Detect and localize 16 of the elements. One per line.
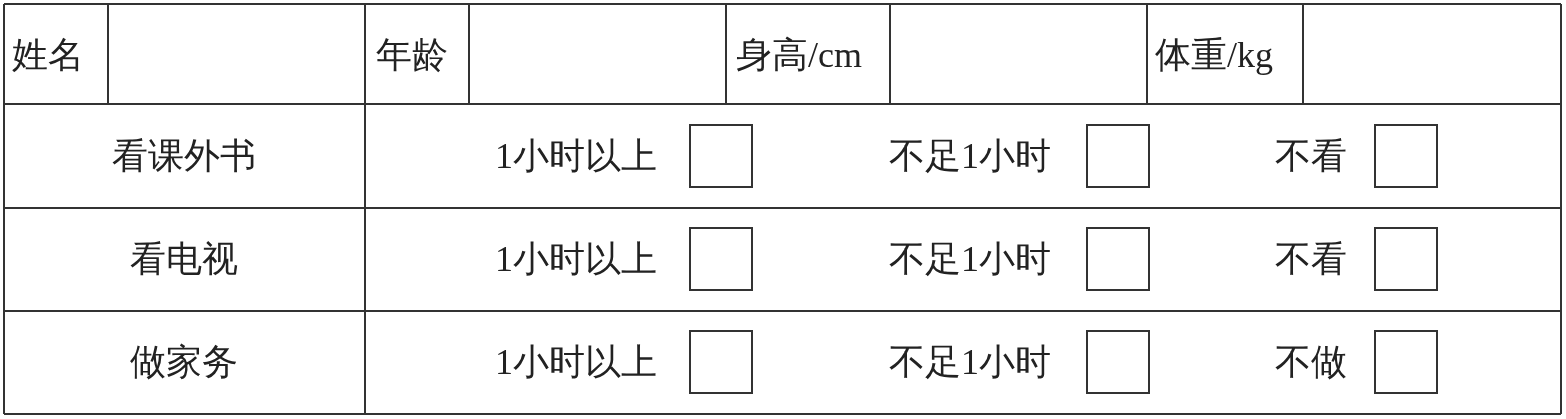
activity-label: 做家务	[130, 344, 238, 380]
option-label: 不足1小时	[889, 344, 1051, 380]
field-label: 身高/cm	[736, 37, 862, 73]
field-label: 年龄	[376, 37, 448, 73]
activity-label: 看课外书	[112, 138, 256, 174]
option-label: 不足1小时	[889, 138, 1051, 174]
option-label: 1小时以上	[495, 344, 657, 380]
field-label: 体重/kg	[1155, 37, 1273, 73]
option-label: 不做	[1275, 344, 1347, 380]
field-label: 姓名	[12, 37, 84, 73]
activity-label: 看电视	[130, 241, 238, 277]
option-label: 1小时以上	[495, 241, 657, 277]
option-label: 不看	[1275, 241, 1347, 277]
option-label: 不足1小时	[889, 241, 1051, 277]
option-label: 不看	[1275, 138, 1347, 174]
option-label: 1小时以上	[495, 138, 657, 174]
